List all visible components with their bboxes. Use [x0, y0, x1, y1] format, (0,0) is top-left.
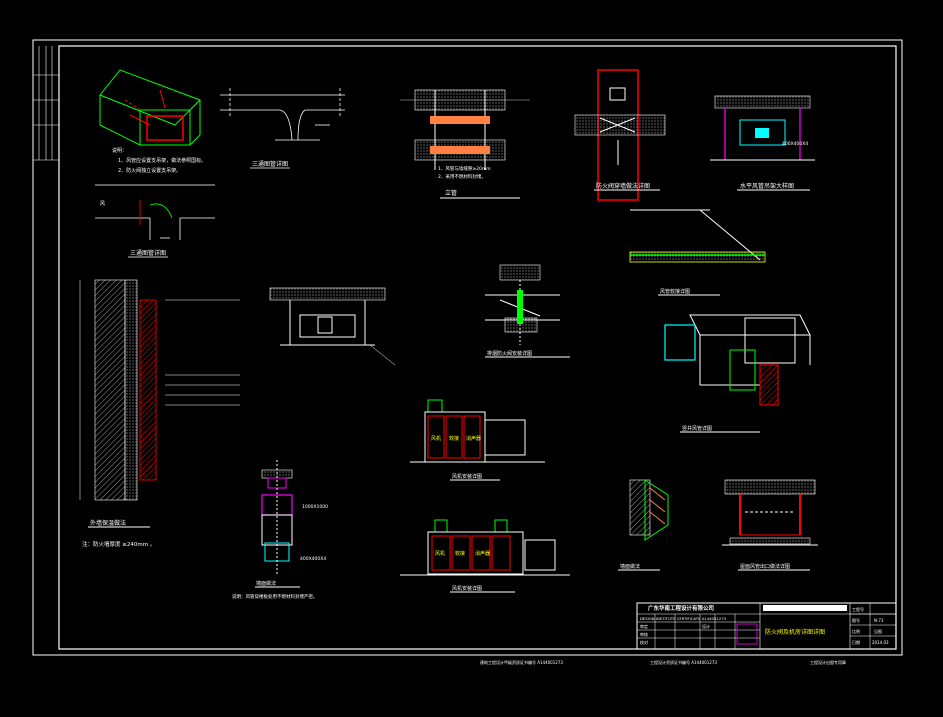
fan1-label-b: 软接	[449, 435, 459, 442]
riser-note: 注：防火墙厚度 ≥240mm 。	[82, 540, 155, 548]
horizontal-support-title: 水平风管吊架大样图	[740, 182, 794, 190]
detail-tee-section: 三通图管详图	[220, 88, 345, 169]
row-label-0: 审定	[640, 623, 648, 629]
riser-title: 立管	[445, 189, 457, 197]
wall-section-title: 外墙保温做法	[90, 519, 126, 527]
tee-note-1: 1、风管应设置支吊架，做法参照国标。	[118, 157, 206, 164]
detail-smoke-duct: 排烟防火阀安装详图	[485, 264, 570, 358]
sheet-value-1: N-73	[874, 618, 884, 623]
fan2-label-b: 软接	[455, 550, 465, 557]
row-label-3: 设计	[702, 623, 710, 629]
sheet-label-3: 日期	[852, 639, 860, 645]
fan1-label-c: 消声器	[466, 435, 481, 442]
fan2-title: 风机安装详图	[452, 585, 482, 592]
sheet-outer-border	[32, 39, 903, 656]
binding-strip	[33, 46, 59, 161]
vertical-title: 墙面做法	[256, 580, 276, 587]
row-label-1: 审核	[640, 631, 648, 637]
drawing-title: 防火阀及机房详图详图	[765, 628, 825, 636]
dim-label-1: 400X400X4	[782, 141, 808, 147]
detail-fire-damper-wall: 防火阀穿墙做法详图	[574, 69, 666, 201]
detail-flex-connection: 风管软接详图	[629, 209, 766, 296]
dim-label-2: 400X400X4	[300, 556, 326, 562]
exhaust-title: 竖井风管详图	[682, 425, 712, 432]
sheet-label-1: 图号	[852, 617, 860, 623]
sheet-label-2: 比例	[852, 628, 860, 634]
tee-section-title: 三通图管详图	[252, 160, 288, 168]
wall-small-title: 墙面做法	[620, 563, 640, 570]
detail-vertical-shaft: 1000X1000 400X400X4 墙面做法 说明：风管穿楼板处用不燃材料封…	[232, 460, 328, 600]
detail-fan-install-1: 风机 软接 消声器 风机安装详图	[410, 399, 545, 481]
dim-label-3: 1000X1000	[302, 504, 328, 510]
vertical-note: 说明：风管穿楼板处用不燃材料封堵严密。	[232, 593, 318, 600]
footer-left: 建筑工程设计甲级资质证书编号 A144001273	[480, 659, 563, 665]
detail-wall-small: 墙面做法	[618, 479, 669, 571]
fan1-label-a: 风机	[431, 435, 441, 442]
sheet-value-3: 2014.03	[872, 640, 889, 645]
fan1-title: 风机安装详图	[452, 473, 482, 480]
sheet-inner-border	[58, 45, 897, 650]
smoke-duct-title: 排烟防火阀安装详图	[487, 350, 532, 357]
roof-title: 屋面风管出口做法详图	[740, 563, 790, 570]
detail-ceiling-duct	[269, 287, 396, 366]
company-name: 广东华南工程设计有限公司	[648, 604, 714, 612]
detail-fan-install-2: 风机 软接 消声器 风机安装详图	[400, 519, 570, 593]
tee-note-2: 2、防火阀独立设置支吊架。	[118, 167, 181, 174]
detail-tee-isometric: 说明： 1、风管应设置支吊架，做法参照国标。 2、防火阀独立设置支吊架。	[99, 69, 206, 174]
riser-note-2: 2、采用不燃材料封堵。	[438, 173, 486, 180]
title-block: 广东华南工程设计有限公司 DESIGN INSTITUTE CERTIFICAT…	[636, 602, 897, 650]
riser-note-1: 1、风管与墙缝隙≥20mm	[438, 165, 491, 172]
detail-roof-opening: 屋面风管出口做法详图	[722, 479, 818, 571]
fan2-label-a: 风机	[435, 550, 445, 557]
sheet-value-2: 见图	[874, 628, 882, 634]
company-sub: DESIGN INSTITUTE CERTIFICATE A144001273	[640, 616, 727, 621]
detail-riser-damper: 1、风管与墙缝隙≥20mm 2、采用不燃材料封堵。 立管	[400, 89, 530, 199]
footer-right: 工程设计出图专用章	[810, 659, 846, 665]
fan2-label-c: 消声器	[475, 550, 490, 557]
tee-plan-title: 三通图管详图	[130, 249, 166, 257]
flex-title: 风管软接详图	[660, 288, 690, 295]
detail-tee-plan: 风 三通图管详图	[95, 184, 215, 258]
detail-wall-section: 外墙保温做法 注：防火墙厚度 ≥240mm 。	[79, 279, 240, 548]
svg-text:风: 风	[100, 201, 105, 207]
detail-horizontal-support: 400X400X4 水平风管吊架大样图	[710, 95, 815, 191]
fire-damper-title: 防火阀穿墙做法详图	[596, 182, 650, 190]
sheet-label-0: 工程号	[852, 606, 864, 612]
footer-mid: 工程设计资质证书编号 A144001273	[650, 659, 717, 665]
detail-exhaust-isometric: 竖井风管详图	[664, 314, 811, 433]
row-label-2: 校对	[640, 639, 648, 645]
tee-note-title: 说明：	[112, 147, 127, 154]
